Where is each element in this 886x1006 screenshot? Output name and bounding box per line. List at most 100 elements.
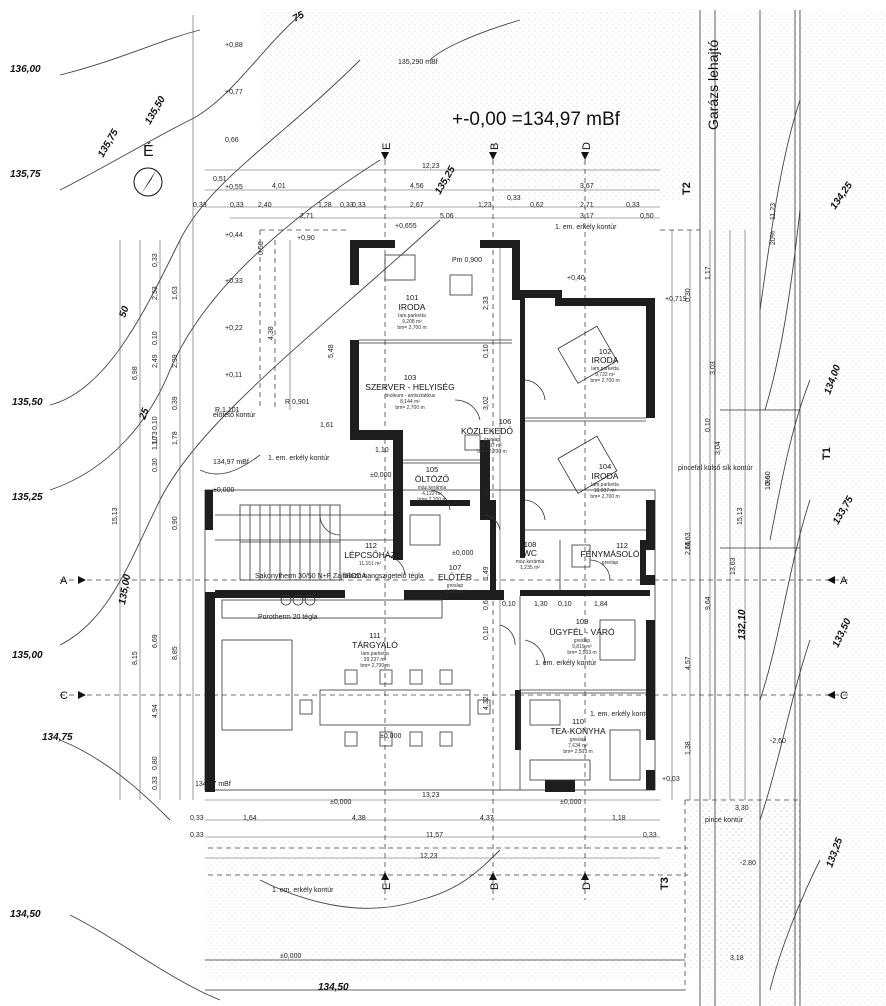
svg-text:5,06: 5,06 xyxy=(440,213,454,220)
svg-text:3,60: 3,60 xyxy=(765,471,772,485)
svg-text:104: 104 xyxy=(599,462,612,471)
section-t1: T1 xyxy=(821,447,833,460)
svg-text:108: 108 xyxy=(524,540,537,549)
svg-text:0,33: 0,33 xyxy=(352,202,366,209)
dims-bottom: 13,23 1,64 4,38 4,37 1,18 11,57 12,23 0,… xyxy=(190,792,749,962)
conference-table xyxy=(319,689,471,726)
svg-text:0,10: 0,10 xyxy=(502,601,516,608)
axis-b-top: B xyxy=(489,143,501,150)
partitions xyxy=(215,339,646,790)
svg-text:11,151 m²: 11,151 m² xyxy=(359,561,381,567)
svg-text:4,38: 4,38 xyxy=(352,815,366,822)
svg-text:15,13: 15,13 xyxy=(112,507,119,525)
radius-2: R 0,901 xyxy=(285,399,310,406)
svg-text:0,10: 0,10 xyxy=(558,601,572,608)
svg-text:bm= 2,503 m: bm= 2,503 m xyxy=(567,650,596,656)
canopy-contour: előtető kontúr xyxy=(213,412,256,419)
svg-text:12,23: 12,23 xyxy=(420,853,438,860)
svg-text:1,18: 1,18 xyxy=(612,815,626,822)
svg-text:-2,80: -2,80 xyxy=(740,860,756,867)
svg-text:135,75: 135,75 xyxy=(10,169,41,180)
svg-text:2,67: 2,67 xyxy=(410,202,424,209)
svg-text:8,725 m²: 8,725 m² xyxy=(445,589,465,595)
svg-text:6,98: 6,98 xyxy=(132,366,139,380)
svg-text:0,33: 0,33 xyxy=(340,202,354,209)
svg-text:1,63: 1,63 xyxy=(172,286,179,300)
site-lines xyxy=(205,10,801,1006)
svg-text:lam.parketta: lam.parketta xyxy=(591,482,619,488)
svg-text:TEA-KONYHA: TEA-KONYHA xyxy=(550,726,606,736)
svg-text:0,10: 0,10 xyxy=(483,626,490,640)
svg-text:3,30: 3,30 xyxy=(735,805,749,812)
svg-text:bm= 2,503 m: bm= 2,503 m xyxy=(563,749,592,755)
doors xyxy=(319,379,611,666)
svg-text:4,37: 4,37 xyxy=(480,815,494,822)
balcony-contour-1: 1. em. erkély kontúr xyxy=(555,224,617,231)
svg-text:0,33: 0,33 xyxy=(230,202,244,209)
section-t2: T2 xyxy=(681,182,693,195)
room-108: 108 WC máz.kerámia 1,235 m² xyxy=(516,540,545,571)
slope-20: 20% xyxy=(770,231,777,245)
svg-text:WC: WC xyxy=(523,548,537,558)
balcony-contour-3: 1. em. erkély kontúr xyxy=(535,660,597,667)
svg-text:1,10: 1,10 xyxy=(375,447,389,454)
svg-text:9,819 m²: 9,819 m² xyxy=(572,644,592,650)
svg-text:bm= 2,700 m: bm= 2,700 m xyxy=(417,497,446,503)
svg-text:máz.kerámia: máz.kerámia xyxy=(516,559,545,565)
svg-text:0,33: 0,33 xyxy=(507,195,521,202)
svg-text:8,144 m²: 8,144 m² xyxy=(400,399,420,405)
svg-text:103: 103 xyxy=(404,373,417,382)
radius-1: R 1,101 xyxy=(215,407,240,414)
cellar-hatch xyxy=(685,800,800,970)
room-109: 109 ÜGYFÉL - VÁRÓ greslap 9,819 m² bm= 2… xyxy=(549,617,615,656)
svg-text:4,01: 4,01 xyxy=(272,183,286,190)
svg-text:0,30: 0,30 xyxy=(685,288,692,302)
svg-text:0,33: 0,33 xyxy=(643,832,657,839)
svg-text:135,00: 135,00 xyxy=(117,573,133,605)
svg-text:IRODA: IRODA xyxy=(592,471,619,481)
balcony-contour-5: 1. em. erkély kontúr xyxy=(272,887,334,894)
svg-text:-2,60: -2,60 xyxy=(770,738,786,745)
axis-d-top: D xyxy=(581,142,593,150)
svg-text:3,03: 3,03 xyxy=(710,361,717,375)
svg-text:135,50: 135,50 xyxy=(12,397,43,408)
svg-text:+0,77: +0,77 xyxy=(225,89,243,96)
svg-text:0,60: 0,60 xyxy=(483,596,490,610)
svg-text:0,50: 0,50 xyxy=(258,241,265,255)
svg-text:1,38: 1,38 xyxy=(685,741,692,755)
svg-text:+0,44: +0,44 xyxy=(225,232,243,239)
walls xyxy=(204,240,656,792)
axis-b-bottom: B xyxy=(489,883,501,890)
svg-text:SZERVER - HELYISÉG: SZERVER - HELYISÉG xyxy=(365,382,454,392)
svg-text:0,33: 0,33 xyxy=(152,253,159,267)
svg-text:±0,000: ±0,000 xyxy=(380,733,401,740)
svg-text:0,62: 0,62 xyxy=(530,202,544,209)
svg-text:1,17: 1,17 xyxy=(705,266,712,280)
room-112-stair: 112 LÉPCSŐHÁZ 11,151 m² xyxy=(344,541,396,567)
svg-text:+0,88: +0,88 xyxy=(225,42,243,49)
svg-text:0,33: 0,33 xyxy=(190,815,204,822)
svg-text:+0,40: +0,40 xyxy=(567,275,585,282)
svg-text:134,97 mBf: 134,97 mBf xyxy=(213,459,249,466)
svg-text:25: 25 xyxy=(137,406,152,422)
svg-text:1,10: 1,10 xyxy=(152,436,159,450)
svg-text:0,10: 0,10 xyxy=(152,416,159,430)
svg-text:+0,03: +0,03 xyxy=(662,776,680,783)
svg-text:2,71: 2,71 xyxy=(300,213,314,220)
svg-text:lam.parketta: lam.parketta xyxy=(591,366,619,372)
axis-a-left: A xyxy=(60,575,68,587)
cellar-wall-contour: pincefal külső sík kontúr xyxy=(678,465,753,472)
svg-text:134,75: 134,75 xyxy=(42,732,73,743)
svg-text:1,23: 1,23 xyxy=(478,202,492,209)
svg-text:linoleum - antisztatikus: linoleum - antisztatikus xyxy=(385,393,436,399)
svg-text:110: 110 xyxy=(572,717,584,726)
svg-text:0,80: 0,80 xyxy=(152,756,159,770)
room-104: 104 IRODA lam.parketta 10,007 m² bm= 2,7… xyxy=(590,462,619,500)
contour-lines xyxy=(49,14,821,1001)
svg-text:136,00: 136,00 xyxy=(10,64,41,75)
cellar-contour: pince kontúr xyxy=(705,817,744,824)
svg-text:0,33: 0,33 xyxy=(626,202,640,209)
svg-text:0,66: 0,66 xyxy=(225,137,239,144)
svg-text:KÖZLEKEDŐ: KÖZLEKEDŐ xyxy=(461,426,513,436)
